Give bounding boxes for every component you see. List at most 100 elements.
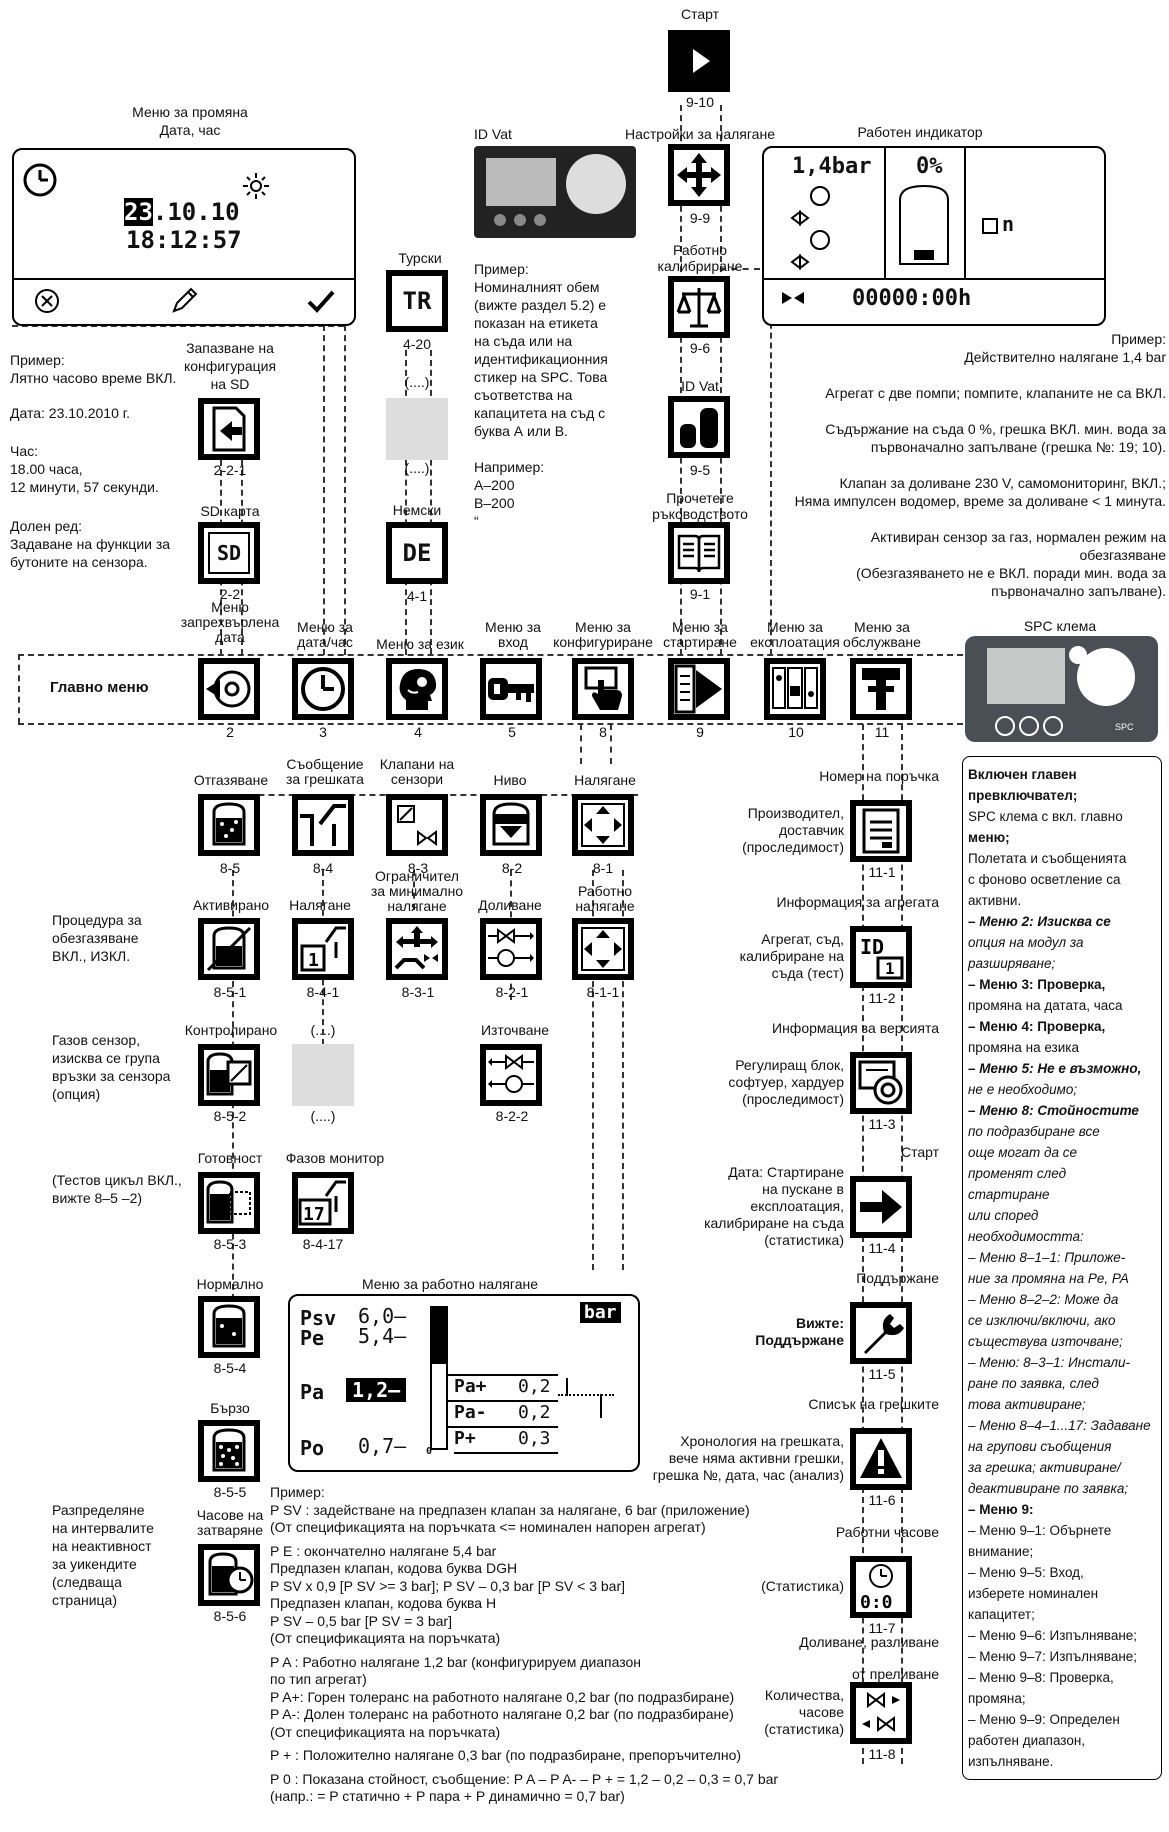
- svg-text:1: 1: [308, 950, 319, 971]
- id-vat2-label: ID Vat: [681, 378, 719, 394]
- menu-5-code: 5: [508, 724, 516, 740]
- sd-save-icon[interactable]: [198, 398, 260, 460]
- level-label: Ниво: [493, 772, 527, 788]
- degas-schedule-icon[interactable]: [198, 1544, 260, 1606]
- error-warning-icon[interactable]: [850, 1428, 912, 1490]
- refill-drain-icon[interactable]: [850, 1682, 912, 1744]
- key-icon[interactable]: [480, 658, 542, 720]
- weekend-note-6: страница): [52, 1592, 118, 1608]
- svg-text:0:0: 0:0: [860, 1592, 893, 1612]
- pm-pe-value: 5,4–: [358, 1324, 407, 1348]
- legend-line: за грешка; активиране/: [968, 1460, 1121, 1475]
- confirm-check-icon[interactable]: [306, 288, 336, 314]
- pumps-valves-icon: [790, 186, 830, 270]
- drain-icon[interactable]: [480, 1044, 542, 1106]
- normal-code: 8-5-4: [213, 1360, 247, 1376]
- scales-icon[interactable]: [668, 276, 730, 338]
- edit-pencil-icon[interactable]: [169, 286, 199, 316]
- phase-label: Фазов монитор: [285, 1150, 385, 1166]
- legend-line: с фоново осветление са: [968, 872, 1121, 887]
- sun-icon: [243, 173, 269, 199]
- transferred-data-icon[interactable]: [198, 658, 260, 720]
- legend-line: опция на модул за: [968, 935, 1084, 950]
- pm-pa-value[interactable]: 1,2–: [346, 1378, 407, 1402]
- gas-note-2: изисква се група: [52, 1050, 160, 1066]
- pm-p-plus-label: P+: [454, 1428, 476, 1449]
- order-number-icon[interactable]: [850, 800, 912, 862]
- start-top-code: 9-10: [685, 94, 715, 110]
- language-de-icon[interactable]: DE: [386, 522, 448, 584]
- degas-fast-icon[interactable]: [198, 1420, 260, 1482]
- wi-percent: 0%: [916, 154, 943, 179]
- start-arrow-icon[interactable]: [850, 1176, 912, 1238]
- datetime-clock-icon[interactable]: [292, 658, 354, 720]
- pm-po-label: Po: [300, 1436, 325, 1460]
- legend-line: – Меню 4: Проверка,: [968, 1019, 1106, 1034]
- degas-ready-icon[interactable]: [198, 1172, 260, 1234]
- cancel-icon[interactable]: [34, 288, 60, 314]
- sd-card-icon[interactable]: SD: [198, 522, 260, 584]
- language-head-icon[interactable]: [386, 658, 448, 720]
- service-title-8: Доливане, разливане: [799, 1634, 939, 1650]
- pressure-error-icon[interactable]: 1: [292, 918, 354, 980]
- startup-icon[interactable]: [668, 658, 730, 720]
- refill-valve-icon[interactable]: [480, 918, 542, 980]
- operation-icon[interactable]: [764, 658, 826, 720]
- operating-hours-icon[interactable]: 0:0: [850, 1556, 912, 1618]
- service-code-5: 11-5: [868, 1366, 896, 1382]
- legend-line: активни.: [968, 893, 1022, 908]
- refill-code: 8-2-1: [495, 984, 529, 1000]
- legend-line: необходимостта:: [968, 1229, 1084, 1244]
- date-value[interactable]: 23.10.10: [124, 198, 240, 226]
- time-value[interactable]: 18:12:57: [126, 226, 242, 254]
- left-note-time-3: 12 минути, 57 секунди.: [10, 479, 159, 495]
- svg-text:ID: ID: [860, 935, 884, 959]
- pressure-icon[interactable]: [572, 794, 634, 856]
- error-relay-icon[interactable]: [292, 794, 354, 856]
- start-play-icon[interactable]: [668, 30, 730, 92]
- left-note-bottom-2: Задаване на функции за: [10, 536, 171, 552]
- work-pressure-icon[interactable]: [572, 918, 634, 980]
- pressure-arrows-icon[interactable]: [668, 144, 730, 206]
- vessels-icon[interactable]: [668, 396, 730, 458]
- german-label: Немски: [392, 502, 442, 518]
- test-note-2: вижте 8–5 –2): [52, 1190, 143, 1206]
- service-title-6: Списък на грешките: [808, 1396, 939, 1412]
- language-tr-icon[interactable]: TR: [386, 270, 448, 332]
- date-selected-day[interactable]: 23: [124, 198, 153, 226]
- degas-normal-icon[interactable]: [198, 1296, 260, 1358]
- legend-line: изберете номинален: [968, 1586, 1099, 1601]
- degas-activated-icon[interactable]: [198, 918, 260, 980]
- level-icon[interactable]: [480, 794, 542, 856]
- manual-label-2: ръководството: [652, 506, 748, 522]
- version-info-icon[interactable]: [850, 1052, 912, 1114]
- pm-unit: bar: [580, 1302, 621, 1323]
- min-pressure-icon[interactable]: [386, 918, 448, 980]
- service-desc-8: Количества,часове(статистика): [764, 1686, 844, 1737]
- legend-line: SPC клема с вкл. главно: [968, 809, 1123, 824]
- maintenance-wrench-icon[interactable]: [850, 1302, 912, 1364]
- gas-sensor-vessel-icon[interactable]: [198, 1044, 260, 1106]
- book-icon[interactable]: [668, 522, 730, 584]
- legend-line: не е необходимо;: [968, 1082, 1078, 1097]
- degas-vessel-icon[interactable]: [198, 794, 260, 856]
- calibration-label-2: калибриране: [657, 258, 743, 274]
- phase-monitor-icon[interactable]: 17: [292, 1172, 354, 1234]
- legend-line: – Меню 9–8: Проверка,: [968, 1670, 1114, 1685]
- sensor-valve-icon[interactable]: [386, 794, 448, 856]
- legend-line: по подразбиране все: [968, 1124, 1100, 1139]
- left-note-time-1: Час:: [10, 443, 39, 459]
- language-more-top: (....): [404, 374, 430, 390]
- date-menu-display: 23.10.10 18:12:57: [12, 148, 356, 326]
- configure-hand-icon[interactable]: [572, 658, 634, 720]
- service-code-7: 11-7: [868, 1620, 896, 1636]
- clock-icon: [23, 163, 57, 197]
- menu-4-label: Меню за език: [376, 636, 464, 652]
- service-tool-icon[interactable]: [850, 658, 912, 720]
- vat-note: Пример:Номиналният обем(вижте раздел 5.2…: [474, 261, 608, 529]
